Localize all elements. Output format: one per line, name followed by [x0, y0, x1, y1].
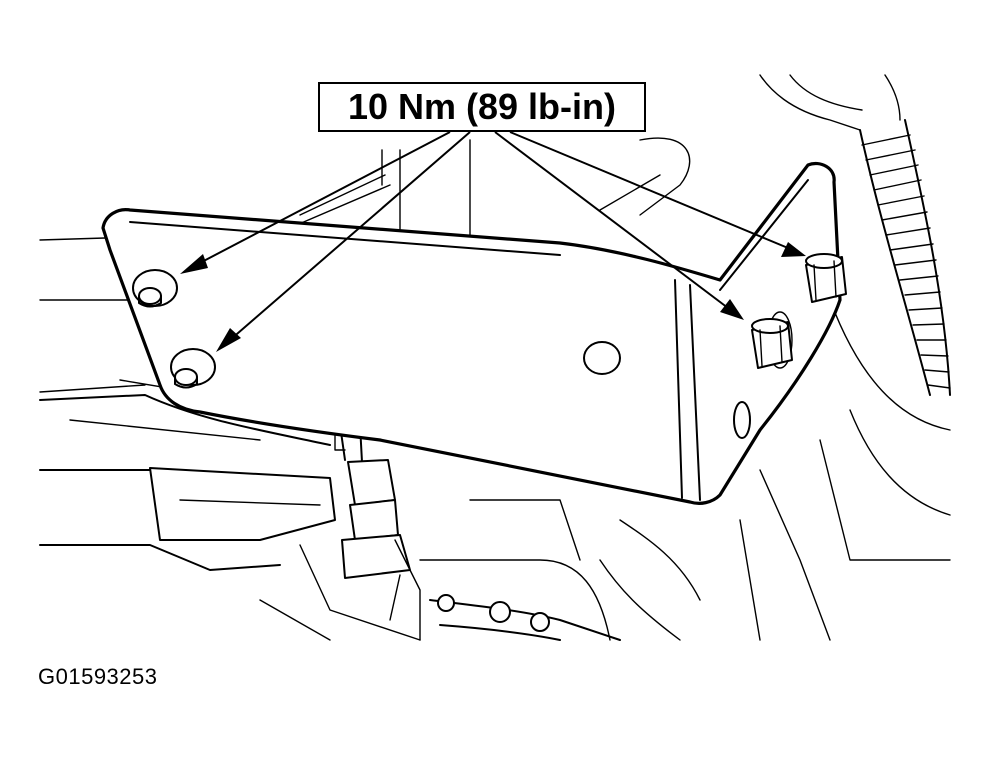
figure-id-label: G01593253	[38, 664, 158, 689]
wiring-connector	[334, 424, 421, 641]
nut-center-right	[751, 318, 793, 369]
callout-leader-lines	[180, 131, 806, 352]
nut-far-right	[805, 253, 847, 303]
bolt-lower-left	[170, 348, 216, 389]
mounting-bracket	[101, 161, 842, 505]
bolt-upper-left	[132, 269, 178, 308]
torque-spec-callout: 10 Nm (89 lb-in)	[318, 82, 646, 132]
background-engine-parts	[39, 74, 951, 641]
corrugated-hose	[859, 119, 951, 396]
